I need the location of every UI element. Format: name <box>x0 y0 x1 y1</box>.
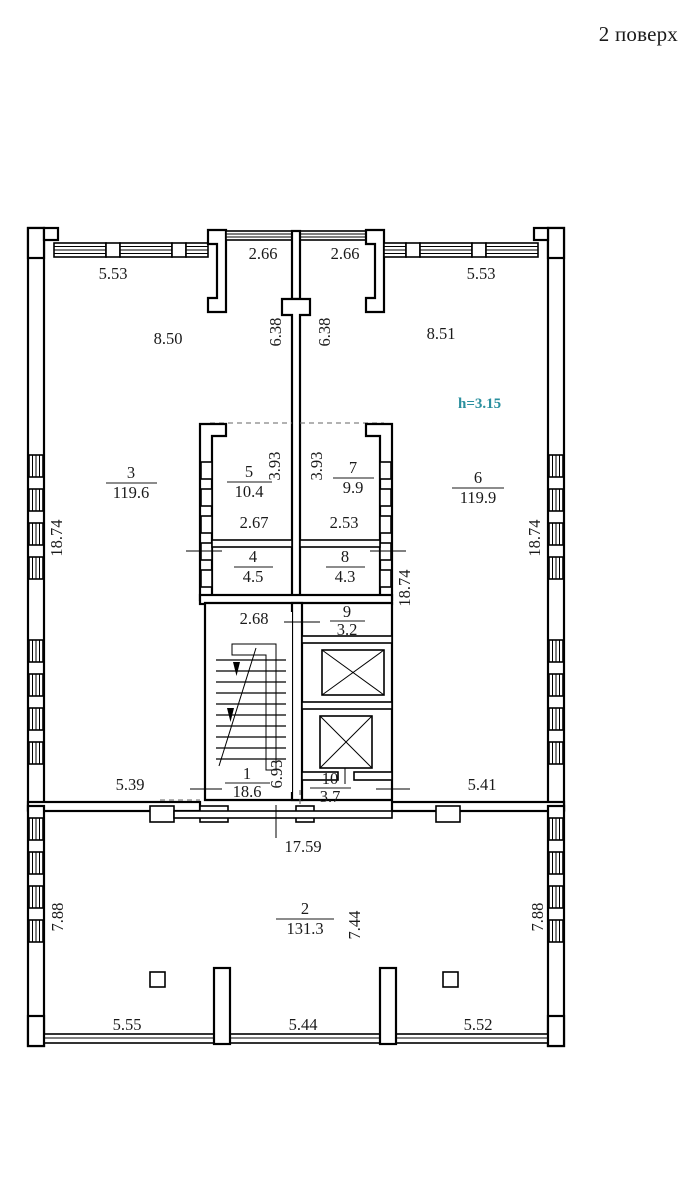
bottom-glazing <box>43 1033 549 1044</box>
svg-text:3.2: 3.2 <box>337 620 358 639</box>
svg-text:6: 6 <box>474 468 482 487</box>
svg-text:4.5: 4.5 <box>243 567 264 586</box>
window-run-top-center-right <box>299 230 367 241</box>
window-band-right-lowerblock <box>548 817 564 943</box>
dim-2-68: 2.68 <box>240 609 269 628</box>
dim-18-74-left: 18.74 <box>47 519 66 556</box>
dim-7-88-right: 7.88 <box>528 903 547 932</box>
dim-5-44: 5.44 <box>289 1015 318 1034</box>
elevator-shaft-lower <box>319 715 373 769</box>
dim-7-44: 7.44 <box>345 911 364 940</box>
svg-text:2: 2 <box>301 899 309 918</box>
room-label-8: 8 4.3 <box>326 547 365 586</box>
dim-2-53: 2.53 <box>330 513 359 532</box>
dim-top-5-53-right: 5.53 <box>467 264 496 283</box>
dim-top-5-53-left: 5.53 <box>99 264 128 283</box>
svg-text:8: 8 <box>341 547 349 566</box>
dim-18-74-core: 18.74 <box>395 569 414 606</box>
svg-text:119.6: 119.6 <box>113 483 150 502</box>
window-run-top-center-left <box>225 230 293 241</box>
dim-top-2-66-right: 2.66 <box>331 244 360 263</box>
room-label-2: 2 131.3 <box>276 899 334 938</box>
svg-text:4.3: 4.3 <box>335 567 356 586</box>
dim-5-39: 5.39 <box>116 775 145 794</box>
svg-text:7: 7 <box>349 458 357 477</box>
svg-text:119.9: 119.9 <box>460 488 497 507</box>
room-label-9: 9 3.2 <box>330 602 365 639</box>
elevator-shaft-upper <box>321 649 385 696</box>
room-label-6: 6 119.9 <box>452 468 504 507</box>
svg-text:9: 9 <box>343 602 351 621</box>
dim-8-50: 8.50 <box>154 329 183 348</box>
window-band-left-lower-hall <box>28 639 44 765</box>
column <box>149 971 166 988</box>
svg-text:18.6: 18.6 <box>233 782 262 801</box>
svg-text:4: 4 <box>249 547 257 566</box>
column <box>442 971 459 988</box>
dim-5-52: 5.52 <box>464 1015 493 1034</box>
dim-8-51: 8.51 <box>427 324 456 343</box>
dim-top-2-66-left: 2.66 <box>249 244 278 263</box>
svg-text:9.9: 9.9 <box>343 478 364 497</box>
svg-text:3.7: 3.7 <box>320 787 341 806</box>
dim-18-74-right: 18.74 <box>525 519 544 556</box>
dim-5-55: 5.55 <box>113 1015 142 1034</box>
room-label-3: 3 119.6 <box>106 463 157 502</box>
window-band-right-upper <box>548 454 564 580</box>
window-band-left-upper <box>28 454 44 580</box>
window-run-top-right <box>383 242 539 258</box>
svg-text:10.4: 10.4 <box>235 482 264 501</box>
dim-7-88-left: 7.88 <box>48 903 67 932</box>
dim-17-59: 17.59 <box>284 837 321 856</box>
room-label-10: 10 3.7 <box>310 769 351 806</box>
window-band-left-lowerblock <box>28 817 44 943</box>
svg-text:3: 3 <box>127 463 135 482</box>
page-title: 2 поверх <box>598 22 678 46</box>
dim-3-93-right: 3.93 <box>307 452 326 481</box>
dim-2-67: 2.67 <box>240 513 269 532</box>
room-label-7: 7 9.9 <box>333 458 374 497</box>
svg-text:5: 5 <box>245 462 253 481</box>
svg-text:1: 1 <box>243 764 251 783</box>
room-label-5: 5 10.4 <box>227 462 272 501</box>
window-band-right-lower-hall <box>548 639 564 765</box>
room-label-1: 1 18.6 <box>225 764 270 801</box>
window-run-top-left <box>53 242 209 258</box>
dim-6-38-left: 6.38 <box>266 318 285 347</box>
dim-6-93: 6.93 <box>267 760 286 789</box>
svg-text:10: 10 <box>322 769 339 788</box>
ceiling-height-label: h=3.15 <box>458 396 501 412</box>
dim-5-41: 5.41 <box>468 775 497 794</box>
dim-6-38-right: 6.38 <box>315 318 334 347</box>
dim-3-93-left: 3.93 <box>265 452 284 481</box>
svg-text:131.3: 131.3 <box>286 919 323 938</box>
room-label-4: 4 4.5 <box>234 547 273 586</box>
